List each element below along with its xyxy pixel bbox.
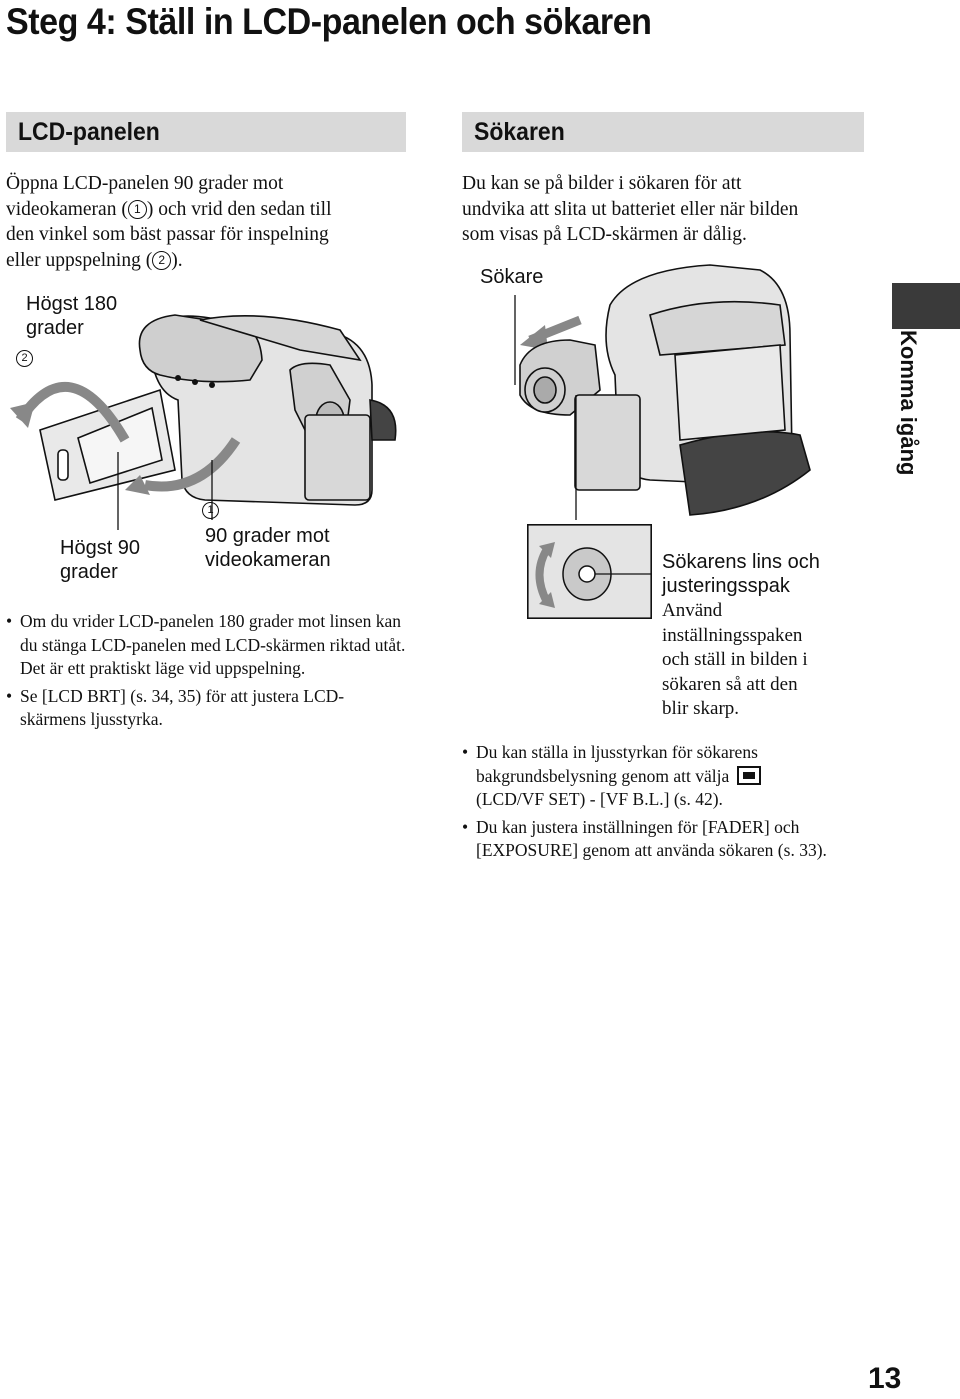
callout-1: 1 bbox=[202, 497, 219, 521]
label-line: justeringsspak bbox=[662, 575, 790, 597]
label-viewfinder: Sökare bbox=[480, 266, 544, 288]
lcd-intro-text: eller uppspelning ( bbox=[6, 249, 153, 271]
lcd-intro-text: ) och vrid den sedan till bbox=[146, 198, 332, 220]
vf-intro-line: som visas på LCD-skärmen är dålig. bbox=[462, 224, 747, 245]
label-line: grader bbox=[26, 317, 84, 339]
step-number-1: 1 bbox=[127, 199, 147, 219]
vf-section-heading: Sökaren bbox=[462, 112, 864, 152]
section-tab-marker bbox=[892, 283, 960, 329]
lcd-intro-line: Öppna LCD-panelen 90 grader mot bbox=[6, 173, 284, 194]
bullet-dot: • bbox=[462, 816, 469, 837]
bullet-dot: • bbox=[462, 742, 469, 762]
label-line: grader bbox=[60, 561, 118, 583]
instruction-line: och ställ in bilden i bbox=[662, 649, 808, 670]
lcd-intro: Öppna LCD-panelen 90 grader mot videokam… bbox=[6, 171, 406, 273]
page-number: 13 bbox=[868, 1362, 902, 1395]
list-item: • Du kan justera inställningen för [FADER… bbox=[462, 816, 872, 863]
camcorder-viewfinder-illustration bbox=[514, 264, 811, 520]
section-tab-label: Komma igång bbox=[896, 330, 921, 476]
instruction-line: inställningsspaken bbox=[662, 624, 803, 646]
instruction-line: Använd bbox=[662, 600, 723, 621]
label-max-90: Högst 90 grader bbox=[60, 536, 140, 584]
lcd-intro-line: eller uppspelning (2). bbox=[6, 248, 406, 274]
lcd-notes: • Om du vrider LCD-panelen 180 grader mot… bbox=[6, 610, 406, 736]
lcd-intro-text: ). bbox=[171, 249, 183, 271]
label-line: videokameran bbox=[205, 549, 331, 571]
vf-intro-line: Du kan se på bilder i sökaren för att bbox=[462, 173, 742, 194]
list-item: • Se [LCD BRT] (s. 34, 35) för att juster… bbox=[6, 685, 406, 732]
label-line: Högst 90 bbox=[60, 537, 141, 559]
lcd-intro-line: videokameran (1) och vrid den sedan till bbox=[6, 197, 406, 223]
bullet-dot: • bbox=[6, 685, 13, 706]
lens-instructions: Använd inställningsspaken och ställ in b… bbox=[662, 599, 808, 722]
instruction-line: sökaren så att den bbox=[662, 673, 798, 695]
bullet-dot: • bbox=[6, 611, 13, 631]
step-number-2: 2 bbox=[152, 250, 172, 270]
vf-intro: Du kan se på bilder i sökaren för att un… bbox=[462, 171, 882, 248]
lcd-intro-text: videokameran ( bbox=[6, 198, 128, 220]
vf-intro-line: undvika att slita ut batteriet eller när… bbox=[462, 198, 799, 220]
callout-number-1: 1 bbox=[202, 502, 219, 519]
lcd-intro-line: den vinkel som bäst passar för inspelnin… bbox=[6, 224, 329, 245]
vf-heading-text: Sökaren bbox=[474, 118, 565, 146]
callout-number-2: 2 bbox=[16, 350, 33, 367]
camcorder-lcd-illustration bbox=[10, 314, 397, 530]
label-toward-camcorder: 90 grader mot videokameran bbox=[205, 524, 331, 572]
label-max-180: Högst 180 grader bbox=[26, 292, 117, 340]
note-text: bakgrundsbelysning genom att välja bbox=[476, 765, 872, 789]
note-text: Se [LCD BRT] (s. 34, 35) för att justera… bbox=[20, 685, 345, 730]
list-item: • Du kan ställa in ljusstyrkan för sökare… bbox=[462, 741, 872, 812]
viewfinder-lens-inset bbox=[527, 524, 653, 620]
note-text: (LCD/VF SET) - [VF B.L.] (s. 42). bbox=[476, 789, 723, 809]
list-item: • Om du vrider LCD-panelen 180 grader mot… bbox=[6, 610, 406, 681]
note-text: Du kan ställa in ljusstyrkan för sökaren… bbox=[476, 742, 758, 762]
vf-notes: • Du kan ställa in ljusstyrkan för sökare… bbox=[462, 741, 872, 867]
label-lens-lever: Sökarens lins och justeringsspak bbox=[662, 550, 820, 598]
instruction-line: blir skarp. bbox=[662, 698, 740, 719]
label-line: Högst 180 bbox=[26, 293, 118, 315]
callout-2: 2 bbox=[16, 345, 33, 369]
note-text: Om du vrider LCD-panelen 180 grader mot … bbox=[20, 611, 406, 678]
label-line: 90 grader mot bbox=[205, 525, 330, 547]
page-title: Steg 4: Ställ in LCD-panelen och sökaren bbox=[6, 1, 652, 42]
note-text: Du kan justera inställningen för [FADER]… bbox=[476, 816, 827, 861]
note-text-part: bakgrundsbelysning genom att välja bbox=[476, 765, 730, 786]
label-line: Sökarens lins och bbox=[662, 551, 820, 573]
viewfinder-settings-icon bbox=[737, 765, 762, 785]
lcd-heading-text: LCD-panelen bbox=[18, 118, 160, 146]
lcd-section-heading: LCD-panelen bbox=[6, 112, 406, 152]
